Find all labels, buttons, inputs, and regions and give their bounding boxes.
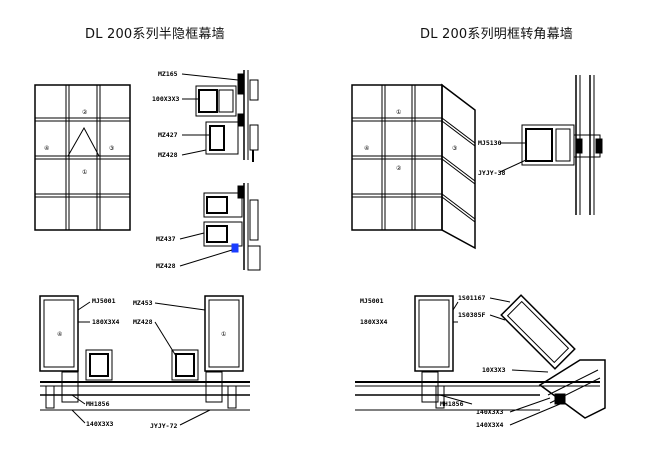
elevation-mark: ③ (109, 145, 114, 152)
left-lower-detail (39, 295, 250, 426)
part-label: 140X3X4 (476, 421, 503, 429)
left-elevation-marks: ② ④ ③ ① (44, 109, 114, 176)
left-middle-labels: MZ437 MZ428 (156, 235, 176, 270)
plan-mark: ④ (57, 331, 62, 338)
part-label: MJ5130 (478, 139, 502, 147)
part-label: 140X3X3 (86, 420, 113, 428)
part-label: MZ427 (158, 131, 178, 139)
left-elevation-grid (34, 84, 131, 231)
part-label: MZ165 (158, 70, 178, 78)
elevation-mark: ① (82, 169, 87, 176)
left-upper-detail (181, 70, 259, 162)
part-label: MZ428 (133, 318, 153, 326)
right-upper-labels: MJ5130 JYJY-38 (478, 139, 505, 177)
elevation-mark: ② (82, 109, 88, 116)
elevation-mark: ① (396, 109, 401, 116)
part-label: 10X3X3 (482, 366, 506, 374)
right-elevation-grid (351, 83, 476, 250)
part-label: MH1856 (440, 400, 464, 408)
part-label: MZ428 (156, 262, 176, 270)
plan-mark: ① (221, 331, 226, 338)
part-label: 1S0385F (458, 311, 485, 319)
elevation-mark: ④ (44, 145, 49, 152)
part-label: 140X3X3 (476, 408, 503, 416)
elevation-mark: ③ (452, 145, 457, 152)
part-label: MJ5001 (92, 297, 116, 305)
part-label: 1S01167 (458, 294, 485, 302)
elevation-mark: ④ (364, 145, 369, 152)
left-upper-labels: MZ165 100X3X3 MZ427 MZ428 (152, 70, 179, 159)
left-middle-detail (179, 183, 261, 271)
part-label: JYJY-38 (478, 169, 505, 177)
right-lower-labels: MJ5001 180X3X4 1S01167 1S0385F 10X3X3 MH… (360, 294, 506, 429)
part-label: MH1856 (86, 400, 110, 408)
right-elevation-marks: ① ④ ③ ② (364, 109, 457, 172)
part-label: JYJY-72 (150, 422, 177, 430)
elevation-mark: ② (396, 165, 402, 172)
left-lower-labels: MJ5001 180X3X4 MZ453 MZ428 MH1856 140X3X… (57, 297, 226, 430)
right-upper-detail (499, 75, 603, 215)
part-label: 180X3X4 (360, 318, 387, 326)
part-label: MJ5001 (360, 297, 384, 305)
part-label: 180X3X4 (92, 318, 119, 326)
part-label: MZ453 (133, 299, 153, 307)
part-label: MZ437 (156, 235, 176, 243)
right-lower-detail (355, 294, 606, 426)
right-diagram-title: DL 200系列明框转角幕墙 (420, 27, 573, 42)
part-label: MZ428 (158, 151, 178, 159)
part-label: 100X3X3 (152, 95, 179, 103)
left-diagram-title: DL 200系列半隐框幕墙 (85, 27, 225, 42)
